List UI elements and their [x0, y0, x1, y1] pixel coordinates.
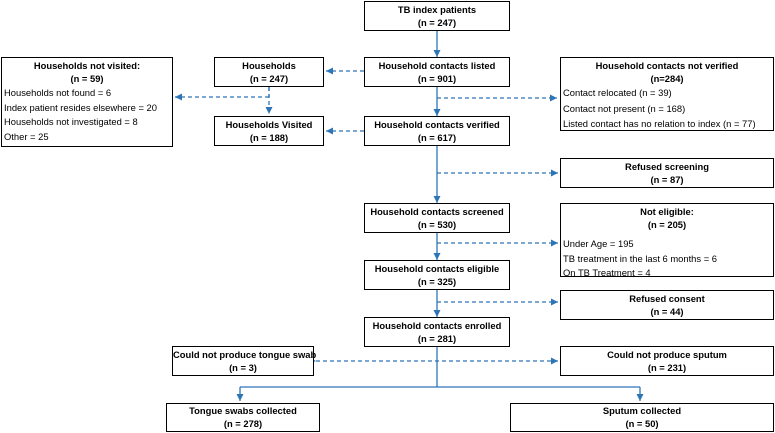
- box-count: (n = 247): [417, 16, 457, 28]
- box-count: (n=284): [650, 72, 684, 84]
- box-title: Household contacts enrolled: [372, 320, 502, 331]
- exclusion-item: Households not investigated = 8: [4, 116, 138, 128]
- households-visited-box: Households Visited (n = 188): [214, 116, 324, 146]
- box-count: (n = 50): [625, 417, 659, 429]
- box-title: Not eligible:: [640, 206, 694, 217]
- box-title: Could not produce tongue swab: [173, 349, 317, 360]
- box-count: (n = 530): [417, 218, 457, 230]
- exclusion-item: Contact relocated (n = 39): [563, 87, 672, 99]
- box-count: (n = 59): [70, 72, 104, 84]
- exclusion-item: Listed contact has no relation to index …: [563, 118, 756, 130]
- box-count: (n = 188): [249, 131, 289, 143]
- box-count: (n = 231): [647, 361, 687, 373]
- contacts-screened-box: Household contacts screened (n = 530): [364, 203, 510, 233]
- box-title: Households: [242, 60, 296, 71]
- exclusion-item: Contact not present (n = 168): [563, 102, 686, 114]
- exclusion-item: Households not found = 6: [4, 87, 112, 99]
- no-sputum-box: Could not produce sputum (n = 231): [560, 346, 774, 376]
- exclusion-item: On TB Treatment = 4: [563, 267, 651, 279]
- exclusion-item: Under Age = 195: [563, 238, 634, 250]
- no-tongue-swab-box: Could not produce tongue swab (n = 3): [172, 346, 317, 376]
- box-title: Household contacts screened: [370, 206, 504, 217]
- exclusion-item: Index patient resides elsewhere = 20: [4, 101, 157, 113]
- box-title: Households Visited: [225, 119, 313, 130]
- box-count: (n = 325): [417, 275, 457, 287]
- contacts-verified-box: Household contacts verified (n = 617): [364, 116, 510, 146]
- box-count: (n = 205): [647, 218, 687, 230]
- box-title: Refused screening: [625, 161, 709, 172]
- box-title: Refused consent: [629, 293, 705, 304]
- contacts-enrolled-box: Household contacts enrolled (n = 281): [364, 317, 510, 347]
- sputum-collected-box: Sputum collected (n = 50): [510, 403, 774, 432]
- exclusion-item: Other = 25: [4, 130, 49, 142]
- box-count: (n = 87): [650, 173, 684, 185]
- box-count: (n = 44): [650, 305, 684, 317]
- box-count: (n = 278): [223, 417, 263, 429]
- box-title: TB index patients: [397, 4, 477, 15]
- tongue-swabs-collected-box: Tongue swabs collected (n = 278): [166, 403, 320, 432]
- box-count: (n = 3): [229, 361, 257, 373]
- box-title: Household contacts listed: [378, 60, 496, 71]
- box-count: (n = 247): [249, 72, 289, 84]
- households-not-visited-box: Households not visited: (n = 59) Househo…: [1, 57, 173, 147]
- box-title: Household contacts not verified: [595, 60, 739, 71]
- box-count: (n = 281): [417, 332, 457, 344]
- box-title: Household contacts verified: [374, 119, 500, 130]
- households-box: Households (n = 247): [214, 57, 324, 87]
- box-title: Tongue swabs collected: [189, 405, 297, 416]
- box-title: Sputum collected: [602, 405, 682, 416]
- contacts-eligible-box: Household contacts eligible (n = 325): [364, 260, 510, 290]
- refused-consent-box: Refused consent (n = 44): [560, 290, 774, 320]
- contacts-listed-box: Household contacts listed (n = 901): [364, 57, 510, 87]
- box-title: Households not visited:: [33, 60, 141, 71]
- tb-index-patients-box: TB index patients (n = 247): [364, 1, 510, 31]
- box-title: Could not produce sputum: [607, 349, 727, 360]
- box-count: (n = 617): [417, 131, 457, 143]
- exclusion-item: TB treatment in the last 6 months = 6: [563, 252, 717, 264]
- contacts-not-verified-box: Household contacts not verified (n=284) …: [560, 57, 774, 131]
- not-eligible-box: Not eligible: (n = 205) Under Age = 195 …: [560, 203, 774, 279]
- box-count: (n = 901): [417, 72, 457, 84]
- box-title: Household contacts eligible: [374, 263, 500, 274]
- refused-screening-box: Refused screening (n = 87): [560, 158, 774, 188]
